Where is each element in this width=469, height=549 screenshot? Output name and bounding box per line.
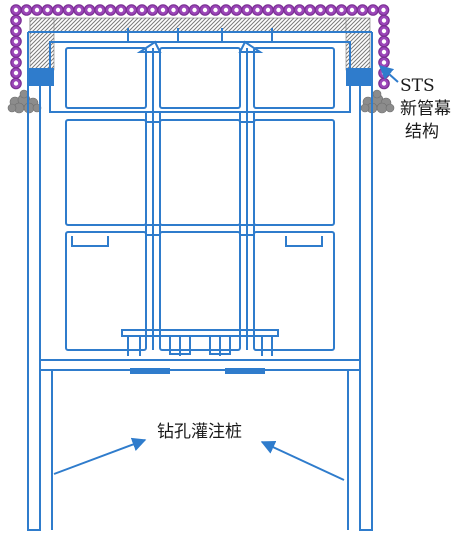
pipe-ring-hole [276,7,281,13]
pipe-ring-hole [87,7,92,13]
hatch-top [29,17,361,33]
pipe-ring-hole [265,7,271,13]
label-sts-structure: 结构 [405,122,439,142]
pipe-ring-hole [349,7,355,13]
pipe-ring-hole [339,7,344,13]
pipe-ring-hole [381,18,387,23]
pipe-ring-hole [318,7,323,13]
arrow-sts [378,65,399,83]
pipe-ring-hole [202,7,208,13]
arrow-pile-left [53,437,147,475]
pipe-ring-hole [255,7,260,13]
pipe-ring-hole [307,7,313,13]
pipe-ring-hole [370,7,376,13]
pipe-ring-hole [192,7,197,13]
gravel-left [7,89,42,114]
pipe-ring-hole [181,7,187,13]
pipe-ring-hole [13,18,19,23]
label-sts: STS [400,76,435,96]
pipe-ring-hole [150,7,155,13]
pipe-ring-hole [381,49,387,55]
pipe-ring-hole [139,7,145,13]
pipe-ring-hole [381,81,387,86]
pipe-ring-hole [13,28,19,34]
pipe-ring-hole [24,7,29,13]
pipe-ring-hole [171,7,176,13]
pipe-ring-hole [223,7,229,13]
pipe-ring-hole [13,60,19,65]
pipe-ring-hole [13,49,19,55]
pipe-ring-hole [118,7,124,13]
pipe-ring-hole [45,7,50,13]
pipe-ring-hole [13,81,19,86]
pipe-ring-hole [13,7,19,13]
pipe-ring-hole [97,7,103,13]
pipe-ring-hole [297,7,302,13]
pipe-ring-hole [286,7,292,13]
pipe-ring-hole [108,7,113,13]
pipe-ring-hole [76,7,82,13]
pipe-ring-hole [381,7,386,13]
pipe-ring-hole [213,7,218,13]
pipe-ring-hole [328,7,334,13]
pipe-ring-hole [13,70,19,76]
gravel-right [360,89,395,114]
annotation-arrows [53,65,399,481]
arrow-pile-right [260,440,345,481]
pipe-ring-hole [66,7,71,13]
pipe-ring-hole [360,7,365,13]
pipe-ring-hole [244,7,250,13]
pipe-ring-hole [55,7,61,13]
pipe-roof-rings [10,4,390,90]
pipe-ring-hole [234,7,239,13]
pipe-ring-hole [381,60,387,65]
pipe-ring-hole [34,7,40,13]
label-sts-name: 新管幕 [400,99,451,119]
pipe-ring-hole [381,28,387,34]
pipe-ring-hole [129,7,134,13]
pipe-ring-hole [381,39,387,44]
station-structure [27,28,373,531]
label-pile: 钻孔灌注桩 [157,422,242,442]
pipe-ring-hole [160,7,166,13]
pipe-ring-hole [13,39,19,44]
